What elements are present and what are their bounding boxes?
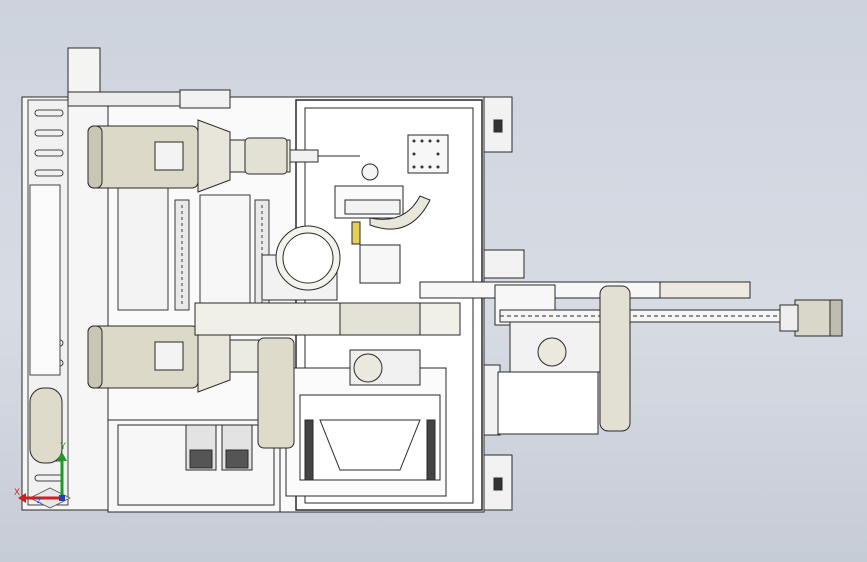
left-side-roller (29, 387, 63, 464)
lower-spindle-motor (87, 319, 295, 449)
lower-hopper (299, 349, 441, 481)
gear-reducers (185, 424, 253, 471)
perforated-plate (407, 134, 449, 174)
x-axis-arrow-icon (18, 493, 62, 503)
y-axis-label: Y (60, 441, 67, 451)
coordinate-triad (10, 440, 80, 510)
servo-motor (779, 299, 843, 337)
y-axis-arrow-icon (57, 452, 67, 498)
z-axis-dot-icon (59, 495, 65, 501)
z-axis-label: Z (37, 498, 42, 505)
belt-housing (194, 281, 751, 336)
upper-spindle-motor (87, 119, 379, 193)
round-workpiece-holder (261, 185, 431, 301)
linear-slide-axis (483, 249, 801, 435)
x-axis-label: X (14, 487, 21, 497)
